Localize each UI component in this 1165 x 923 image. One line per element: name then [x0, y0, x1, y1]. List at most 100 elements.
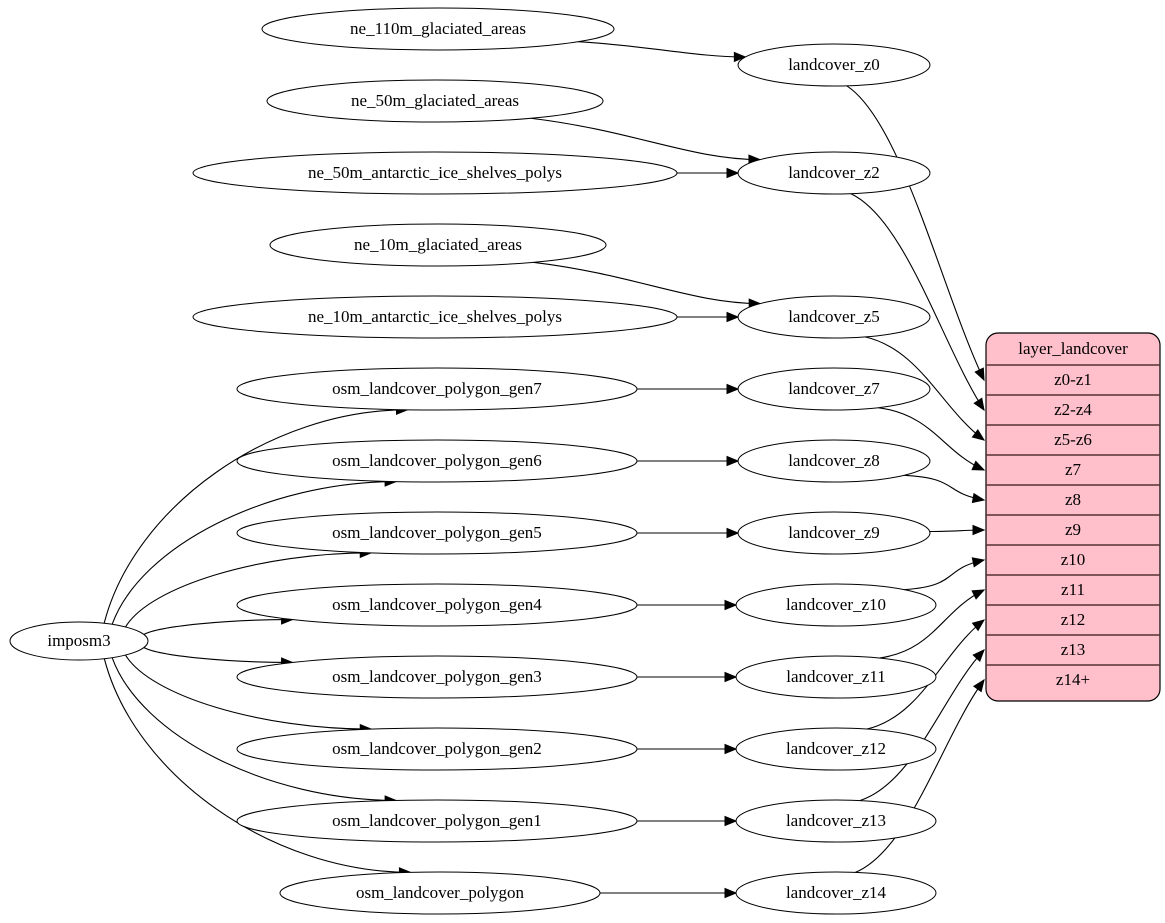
- node-ellipse: [192, 151, 678, 195]
- edge-arrowhead: [724, 743, 738, 755]
- node-label: osm_landcover_polygon_gen1: [332, 811, 542, 830]
- edge-imposm3-to-osm_landcover_polygon_gen1: [111, 657, 397, 801]
- node-ellipse: [261, 7, 615, 51]
- node-landcover_z2[interactable]: landcover_z2: [737, 151, 931, 195]
- node-landcover_z9[interactable]: landcover_z9: [737, 511, 931, 555]
- node-osm_landcover_polygon_gen5[interactable]: osm_landcover_polygon_gen5: [236, 511, 638, 555]
- table-row-row-z13[interactable]: z13: [1061, 640, 1086, 659]
- node-osm_landcover_polygon_gen6[interactable]: osm_landcover_polygon_gen6: [236, 439, 638, 483]
- node-ellipse: [236, 511, 638, 555]
- node-label: osm_landcover_polygon_gen6: [332, 451, 542, 470]
- node-osm_landcover_polygon_gen3[interactable]: osm_landcover_polygon_gen3: [236, 655, 638, 699]
- edge-landcover_z7-to-row-z7: [878, 407, 985, 471]
- node-ne_50m_antarctic_ice_shelves_polys[interactable]: ne_50m_antarctic_ice_shelves_polys: [192, 151, 678, 195]
- edge-imposm3-to-osm_landcover_polygon_gen2: [125, 654, 372, 730]
- edge-arrowhead: [726, 167, 740, 179]
- edge-arrowhead: [726, 383, 740, 395]
- edge-landcover_z11-to-row-z11: [879, 589, 985, 659]
- node-ellipse: [737, 43, 931, 87]
- node-ellipse: [737, 151, 931, 195]
- node-landcover_z5[interactable]: landcover_z5: [737, 295, 931, 339]
- node-label: landcover_z12: [786, 739, 886, 758]
- edge-landcover_z2-to-row-z2-z4: [850, 193, 985, 411]
- layer-table-group[interactable]: layer_landcover z0-z1 z2-z4 z5-z6 z7 z8 z9 z10 z…: [985, 332, 1161, 702]
- node-label: osm_landcover_polygon_gen4: [332, 595, 542, 614]
- edge-imposm3-to-osm_landcover_polygon_gen3: [143, 647, 293, 664]
- node-label: landcover_z0: [788, 55, 880, 74]
- table-header-label: layer_landcover: [1018, 339, 1128, 358]
- node-imposm3[interactable]: imposm3: [9, 621, 149, 661]
- edge-imposm3-to-osm_landcover_polygon_gen4: [143, 618, 293, 635]
- node-osm_landcover_polygon_gen7[interactable]: osm_landcover_polygon_gen7: [236, 367, 638, 411]
- node-osm_landcover_polygon_gen4[interactable]: osm_landcover_polygon_gen4: [236, 583, 638, 627]
- edge-imposm3-to-osm_landcover_polygon: [103, 658, 411, 873]
- node-osm_landcover_polygon[interactable]: osm_landcover_polygon: [279, 871, 601, 915]
- table-row-row-z8[interactable]: z8: [1065, 490, 1081, 509]
- node-label: landcover_z10: [786, 595, 886, 614]
- edge-landcover_z10-to-row-z10: [904, 559, 985, 591]
- node-ellipse: [735, 727, 937, 771]
- node-landcover_z8[interactable]: landcover_z8: [737, 439, 931, 483]
- node-label: osm_landcover_polygon_gen3: [332, 667, 542, 686]
- node-ellipse: [735, 583, 937, 627]
- edge-ne_10m_glaciated_areas-to-landcover_z5: [533, 261, 761, 305]
- node-label: landcover_z9: [788, 523, 880, 542]
- node-ellipse: [735, 655, 937, 699]
- node-label: landcover_z5: [788, 307, 880, 326]
- node-label: osm_landcover_polygon_gen2: [332, 739, 542, 758]
- edge-landcover_z13-to-row-z13: [859, 649, 985, 802]
- node-ellipse: [279, 871, 601, 915]
- node-ellipse: [236, 655, 638, 699]
- table-row-row-z2-z4[interactable]: z2-z4: [1054, 400, 1092, 419]
- edge-arrowhead: [724, 599, 738, 611]
- edge-arrowhead: [971, 619, 986, 632]
- table-row-row-z12[interactable]: z12: [1061, 610, 1086, 629]
- edge-landcover_z0-to-row-z0-z1: [846, 85, 985, 381]
- node-landcover_z13[interactable]: landcover_z13: [735, 799, 937, 843]
- node-ellipse: [236, 439, 638, 483]
- table-row-row-z10[interactable]: z10: [1061, 550, 1086, 569]
- edge-landcover_z14-to-row-z14plus: [855, 679, 985, 873]
- node-ne_110m_glaciated_areas[interactable]: ne_110m_glaciated_areas: [261, 7, 615, 51]
- table-row-row-z14plus[interactable]: z14+: [1056, 670, 1090, 689]
- node-ellipse: [192, 295, 678, 339]
- edge-ne_50m_glaciated_areas-to-landcover_z2: [530, 117, 760, 161]
- edge-imposm3-to-osm_landcover_polygon_gen7: [103, 409, 408, 624]
- node-landcover_z14[interactable]: landcover_z14: [735, 871, 937, 915]
- node-ellipse: [737, 439, 931, 483]
- node-landcover_z7[interactable]: landcover_z7: [737, 367, 931, 411]
- table-row-row-z7[interactable]: z7: [1065, 460, 1082, 479]
- edge-arrowhead: [971, 492, 986, 504]
- node-ellipse: [9, 621, 149, 661]
- node-ne_10m_glaciated_areas[interactable]: ne_10m_glaciated_areas: [269, 223, 607, 267]
- node-ellipse: [269, 223, 607, 267]
- edge-arrowhead: [733, 51, 747, 63]
- node-label: imposm3: [47, 631, 110, 650]
- table-row-row-z9[interactable]: z9: [1065, 520, 1081, 539]
- node-ellipse: [236, 367, 638, 411]
- node-ne_50m_glaciated_areas[interactable]: ne_50m_glaciated_areas: [266, 79, 604, 123]
- node-landcover_z12[interactable]: landcover_z12: [735, 727, 937, 771]
- node-ellipse: [737, 295, 931, 339]
- edge-arrowhead: [974, 367, 985, 382]
- node-landcover_z11[interactable]: landcover_z11: [735, 655, 937, 699]
- node-osm_landcover_polygon_gen2[interactable]: osm_landcover_polygon_gen2: [236, 727, 638, 771]
- edge-imposm3-to-osm_landcover_polygon_gen5: [125, 552, 372, 628]
- node-ellipse: [236, 727, 638, 771]
- node-landcover_z10[interactable]: landcover_z10: [735, 583, 937, 627]
- edge-arrowhead: [726, 527, 740, 539]
- table-row-row-z0-z1[interactable]: z0-z1: [1054, 370, 1092, 389]
- node-landcover_z0[interactable]: landcover_z0: [737, 43, 931, 87]
- nodes-layer: ne_110m_glaciated_areas ne_50m_glaciated_…: [9, 7, 937, 915]
- node-label: osm_landcover_polygon: [356, 883, 525, 902]
- table-row-row-z11[interactable]: z11: [1061, 580, 1085, 599]
- node-ellipse: [266, 79, 604, 123]
- table-row-row-z5-z6[interactable]: z5-z6: [1054, 430, 1092, 449]
- edge-ne_110m_glaciated_areas-to-landcover_z0: [577, 41, 746, 58]
- node-ne_10m_antarctic_ice_shelves_polys[interactable]: ne_10m_antarctic_ice_shelves_polys: [192, 295, 678, 339]
- edge-arrowhead: [973, 397, 985, 412]
- edge-arrowhead: [726, 311, 740, 323]
- node-ellipse: [236, 799, 638, 843]
- layer-landcover-table: layer_landcover z0-z1 z2-z4 z5-z6 z7 z8 z9 z10 z…: [985, 332, 1161, 702]
- node-osm_landcover_polygon_gen1[interactable]: osm_landcover_polygon_gen1: [236, 799, 638, 843]
